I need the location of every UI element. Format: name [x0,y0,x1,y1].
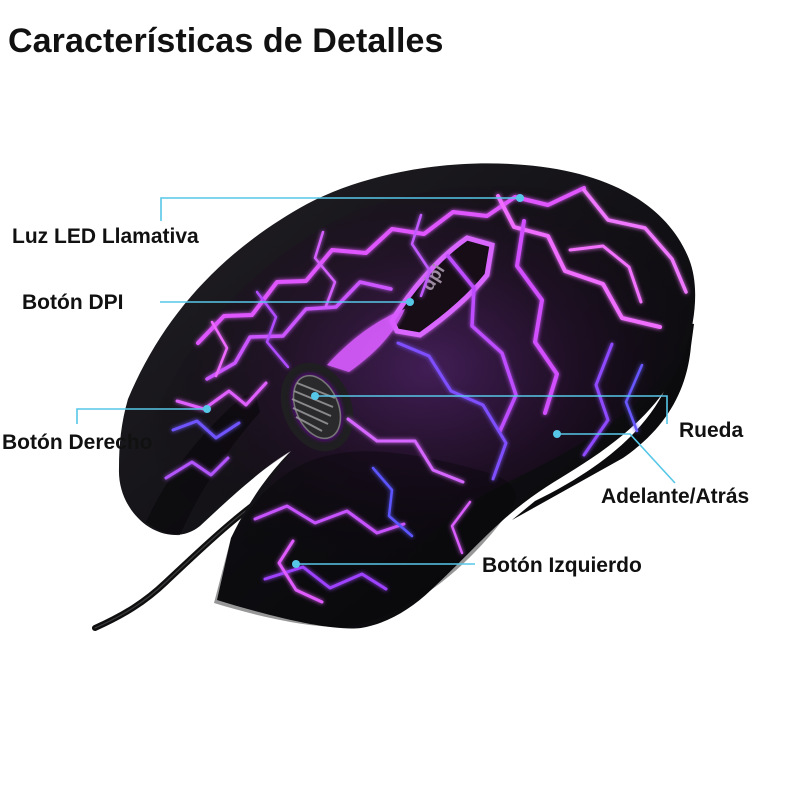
callout-lines [76,197,676,565]
led-callout-line [160,197,520,221]
mouse-top-glow [151,185,690,592]
dpi-button [389,235,495,338]
dpi-button-label: Botón DPI [22,291,124,314]
right-button-label: Botón Derecho [2,431,153,454]
left-button-label: Botón Izquierdo [482,554,642,577]
wheel-label: Rueda [679,419,744,442]
scroll-wheel [280,362,354,452]
center-light-channel [327,309,405,372]
mouse-side-shadow [512,322,694,520]
wheel-callout-line [315,395,668,424]
right-button-callout-line [76,408,207,424]
cracked-led-pattern [164,186,688,604]
led-light-label: Luz LED Llamativa [12,225,199,248]
left-button-outline [214,451,516,628]
callout-dots [203,194,561,568]
forward-back-label: Adelante/Atrás [601,485,750,508]
page-title: Características de Detalles [8,22,444,60]
forward-back-callout-line [557,433,676,484]
